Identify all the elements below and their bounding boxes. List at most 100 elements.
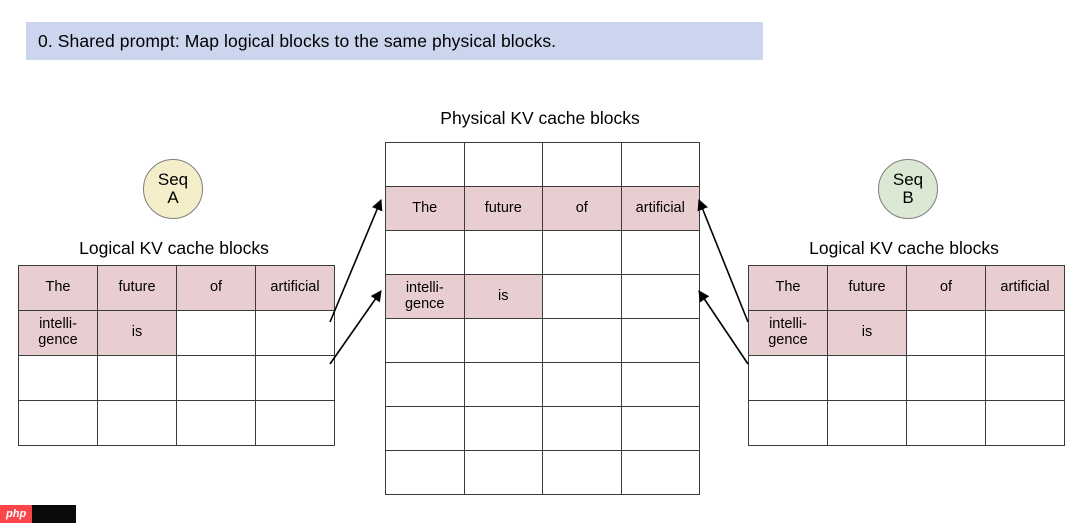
kv-block-cell: intelli-gence bbox=[385, 274, 465, 319]
kv-block-cell bbox=[620, 406, 700, 451]
logical-left-title: Logical KV cache blocks bbox=[79, 238, 269, 258]
kv-block-cell: future bbox=[463, 186, 543, 231]
kv-block-token: artificial bbox=[1000, 279, 1050, 296]
kv-block-cell bbox=[620, 450, 700, 495]
table-row bbox=[385, 406, 700, 451]
kv-block-cell bbox=[385, 450, 465, 495]
kv-block-cell bbox=[18, 400, 98, 446]
kv-block-cell: is bbox=[827, 310, 907, 356]
kv-block-cell bbox=[542, 318, 622, 363]
kv-block-cell: The bbox=[748, 265, 828, 311]
kv-block-cell bbox=[620, 362, 700, 407]
kv-block-token: artificial bbox=[270, 279, 320, 296]
kv-block-cell bbox=[906, 400, 986, 446]
kv-block-cell: of bbox=[176, 265, 256, 311]
kv-block-cell bbox=[463, 318, 543, 363]
seq-a-badge: Seq A bbox=[143, 159, 203, 219]
kv-block-token: of bbox=[939, 279, 953, 296]
seq-b-label-line1: Seq bbox=[892, 170, 924, 190]
kv-block-cell bbox=[255, 355, 335, 401]
arrow-left-row1 bbox=[329, 198, 383, 323]
kv-block-token: The bbox=[412, 199, 438, 216]
kv-block-token: The bbox=[45, 279, 71, 296]
kv-block-cell bbox=[176, 355, 256, 401]
kv-block-cell: is bbox=[97, 310, 177, 356]
kv-block-token: gence bbox=[38, 332, 78, 348]
seq-b-label-line2: B bbox=[902, 188, 914, 207]
physical-kv-cache-table: The future of artificial intelli-gence is bbox=[385, 142, 700, 495]
kv-block-token: is bbox=[498, 287, 509, 304]
table-row bbox=[385, 142, 700, 187]
kv-block-cell bbox=[620, 142, 700, 187]
kv-block-cell bbox=[176, 310, 256, 356]
kv-block-cell bbox=[176, 400, 256, 446]
shared-prompt-text: 0. Shared prompt: Map logical blocks to … bbox=[38, 30, 557, 51]
kv-block-token: is bbox=[131, 324, 143, 341]
kv-block-cell: The bbox=[18, 265, 98, 311]
table-row: intelli-gence is bbox=[18, 310, 335, 356]
kv-block-token: The bbox=[775, 279, 801, 296]
table-row: The future of artificial bbox=[748, 265, 1065, 311]
kv-block-cell bbox=[542, 230, 622, 275]
kv-block-cell bbox=[255, 400, 335, 446]
kv-block-cell bbox=[97, 355, 177, 401]
kv-block-cell bbox=[463, 450, 543, 495]
kv-block-token: is bbox=[861, 324, 873, 341]
table-row bbox=[18, 355, 335, 401]
kv-block-cell bbox=[463, 142, 543, 187]
kv-block-cell bbox=[748, 355, 828, 401]
table-row bbox=[385, 230, 700, 275]
kv-block-cell bbox=[18, 355, 98, 401]
kv-block-cell bbox=[385, 230, 465, 275]
kv-block-token: future bbox=[484, 199, 522, 216]
kv-block-cell bbox=[463, 230, 543, 275]
logical-right-title: Logical KV cache blocks bbox=[809, 238, 999, 258]
kv-block-cell: is bbox=[463, 274, 543, 319]
kv-block-token: artificial bbox=[635, 199, 685, 216]
kv-block-cell bbox=[827, 400, 907, 446]
kv-block-cell bbox=[620, 318, 700, 363]
kv-block-cell bbox=[985, 310, 1065, 356]
kv-block-token: intelli- bbox=[39, 316, 77, 333]
kv-block-cell bbox=[542, 274, 622, 319]
kv-block-cell: of bbox=[542, 186, 622, 231]
table-row bbox=[748, 400, 1065, 446]
table-row bbox=[385, 362, 700, 407]
kv-block-cell bbox=[620, 274, 700, 319]
seq-a-label-line2: A bbox=[167, 188, 179, 207]
kv-block-cell bbox=[463, 406, 543, 451]
kv-block-cell bbox=[906, 310, 986, 356]
arrow-left-row2 bbox=[329, 290, 382, 365]
kv-block-cell: artificial bbox=[985, 265, 1065, 311]
table-row bbox=[385, 318, 700, 363]
kv-block-cell: intelli-gence bbox=[18, 310, 98, 356]
kv-block-token: intelli- bbox=[405, 279, 444, 296]
kv-block-cell bbox=[542, 362, 622, 407]
kv-block-cell: of bbox=[906, 265, 986, 311]
kv-block-cell: future bbox=[97, 265, 177, 311]
kv-block-cell: artificial bbox=[255, 265, 335, 311]
kv-block-cell: artificial bbox=[620, 186, 700, 231]
physical-title: Physical KV cache blocks bbox=[440, 108, 640, 128]
kv-block-token: gence bbox=[768, 332, 808, 348]
arrow-right-row2 bbox=[698, 290, 749, 365]
kv-block-cell bbox=[906, 355, 986, 401]
watermark-bar bbox=[32, 505, 77, 523]
kv-block-cell bbox=[97, 400, 177, 446]
kv-block-cell bbox=[542, 406, 622, 451]
table-row bbox=[385, 450, 700, 495]
kv-block-cell: The bbox=[385, 186, 465, 231]
table-row: The future of artificial bbox=[18, 265, 335, 311]
php-logo: php bbox=[0, 505, 33, 523]
kv-block-cell bbox=[748, 400, 828, 446]
kv-block-cell bbox=[385, 362, 465, 407]
kv-block-token: future bbox=[118, 279, 156, 296]
kv-block-token: future bbox=[848, 279, 886, 296]
kv-block-cell bbox=[463, 362, 543, 407]
arrow-right-row1 bbox=[697, 198, 749, 323]
table-row bbox=[18, 400, 335, 446]
kv-block-cell bbox=[620, 230, 700, 275]
logical-kv-cache-table-left: The future of artificial intelli-gence is bbox=[18, 265, 335, 446]
kv-block-cell bbox=[385, 318, 465, 363]
seq-b-badge: Seq B bbox=[878, 159, 938, 219]
